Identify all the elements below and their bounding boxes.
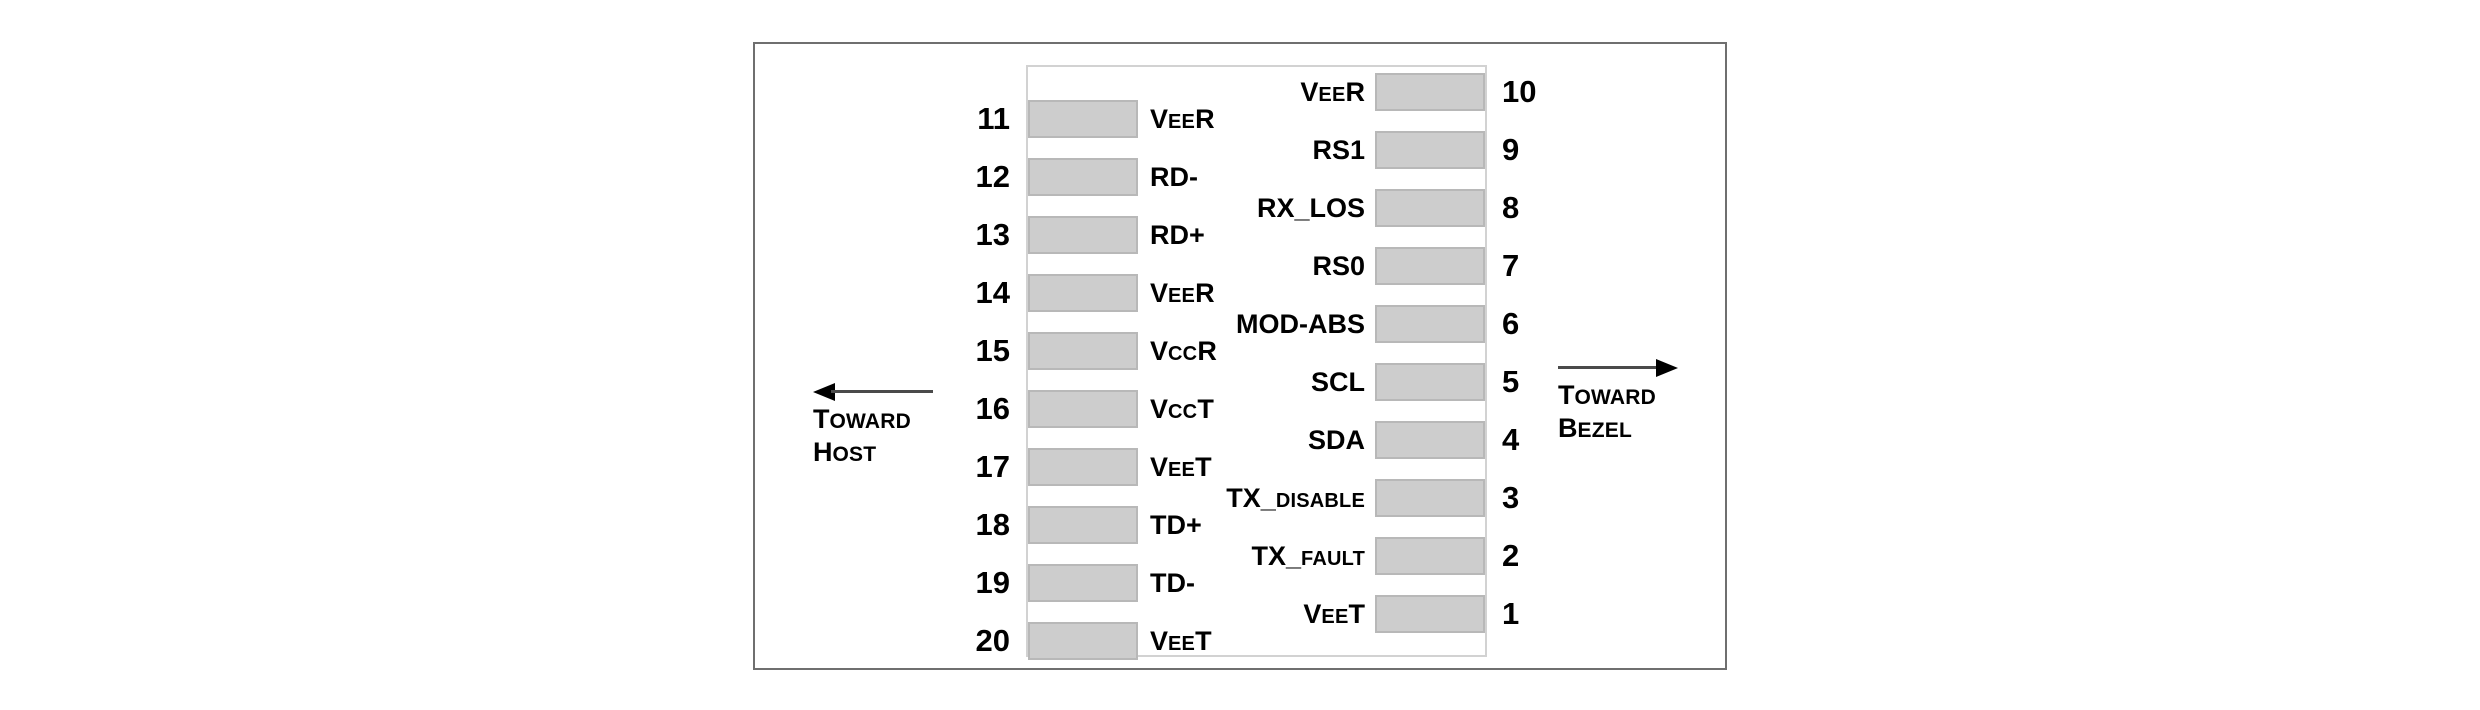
pin-label-19: TD- [1150, 568, 1195, 598]
pin-label-10: VEER [1300, 77, 1365, 107]
pin-number-10: 10 [1502, 74, 1537, 109]
pin-label-14: VEER [1150, 278, 1215, 308]
pin-pad-7 [1375, 247, 1485, 285]
pin-number-3: 3 [1502, 480, 1520, 515]
pin-label-7: RS0 [1312, 251, 1365, 281]
pin-number-7: 7 [1502, 248, 1520, 283]
pin-label-16: VCCT [1150, 394, 1214, 424]
pin-pad-10 [1375, 73, 1485, 111]
pin-number-13: 13 [975, 217, 1010, 252]
pin-pad-19 [1028, 564, 1138, 602]
pin-label-8: RX_LOS [1256, 193, 1365, 223]
pin-pad-3 [1375, 479, 1485, 517]
pin-label-17: VEET [1150, 452, 1212, 482]
pin-label-1: VEET [1303, 599, 1365, 629]
pin-number-18: 18 [975, 507, 1010, 542]
direction-toward-bezel: TOWARD BEZEL [1558, 358, 1678, 446]
direction-bezel-caption: TOWARD BEZEL [1558, 380, 1678, 446]
pin-pad-17 [1028, 448, 1138, 486]
pin-label-15: VCCR [1150, 336, 1217, 366]
pin-label-4: SDA [1307, 425, 1365, 455]
arrow-head [1656, 359, 1678, 377]
pin-label-13: RD+ [1150, 220, 1205, 250]
pin-label-18: TD+ [1150, 510, 1202, 540]
pin-number-12: 12 [975, 159, 1010, 194]
direction-host-line1: TOWARD [813, 404, 911, 434]
pin-label-2: TX_FAULT [1251, 541, 1365, 571]
pin-pad-11 [1028, 100, 1138, 138]
pin-pad-1 [1375, 595, 1485, 633]
pin-pad-12 [1028, 158, 1138, 196]
pin-pad-4 [1375, 421, 1485, 459]
pin-number-4: 4 [1502, 422, 1520, 457]
pin-number-2: 2 [1502, 538, 1520, 573]
pin-number-20: 20 [975, 623, 1010, 658]
pin-pad-20 [1028, 622, 1138, 660]
pin-number-5: 5 [1502, 364, 1520, 399]
pin-pad-5 [1375, 363, 1485, 401]
direction-toward-host: TOWARD HOST [813, 382, 933, 470]
direction-bezel-line2: BEZEL [1558, 413, 1632, 443]
pin-number-15: 15 [975, 333, 1010, 368]
pin-number-9: 9 [1502, 132, 1520, 167]
pin-pad-8 [1375, 189, 1485, 227]
pin-pad-18 [1028, 506, 1138, 544]
pin-number-16: 16 [975, 391, 1010, 426]
pin-pad-14 [1028, 274, 1138, 312]
arrow-line [831, 390, 933, 393]
pin-pad-15 [1028, 332, 1138, 370]
pin-label-11: VEER [1150, 104, 1215, 134]
pin-label-12: RD- [1150, 162, 1198, 192]
pin-label-3: TX_DISABLE [1226, 483, 1365, 513]
pin-label-20: VEET [1150, 626, 1212, 656]
pin-number-8: 8 [1502, 190, 1520, 225]
pin-pad-2 [1375, 537, 1485, 575]
pin-number-19: 19 [975, 565, 1010, 600]
pin-label-5: SCL [1311, 367, 1365, 397]
direction-host-line2: HOST [813, 437, 877, 467]
arrow-left-icon [813, 382, 933, 401]
pin-pad-16 [1028, 390, 1138, 428]
arrow-line [1558, 366, 1660, 369]
arrow-right-icon [1558, 358, 1678, 377]
pin-label-9: RS1 [1312, 135, 1365, 165]
pin-pad-6 [1375, 305, 1485, 343]
pin-number-6: 6 [1502, 306, 1520, 341]
pin-label-6: MOD-ABS [1236, 309, 1365, 339]
pin-number-1: 1 [1502, 596, 1520, 631]
pin-pad-13 [1028, 216, 1138, 254]
pin-number-14: 14 [975, 275, 1010, 310]
direction-bezel-line1: TOWARD [1558, 380, 1656, 410]
pin-number-11: 11 [977, 101, 1010, 136]
arrow-head [813, 383, 835, 401]
pin-pad-9 [1375, 131, 1485, 169]
direction-host-caption: TOWARD HOST [813, 404, 933, 470]
pin-number-17: 17 [975, 449, 1010, 484]
